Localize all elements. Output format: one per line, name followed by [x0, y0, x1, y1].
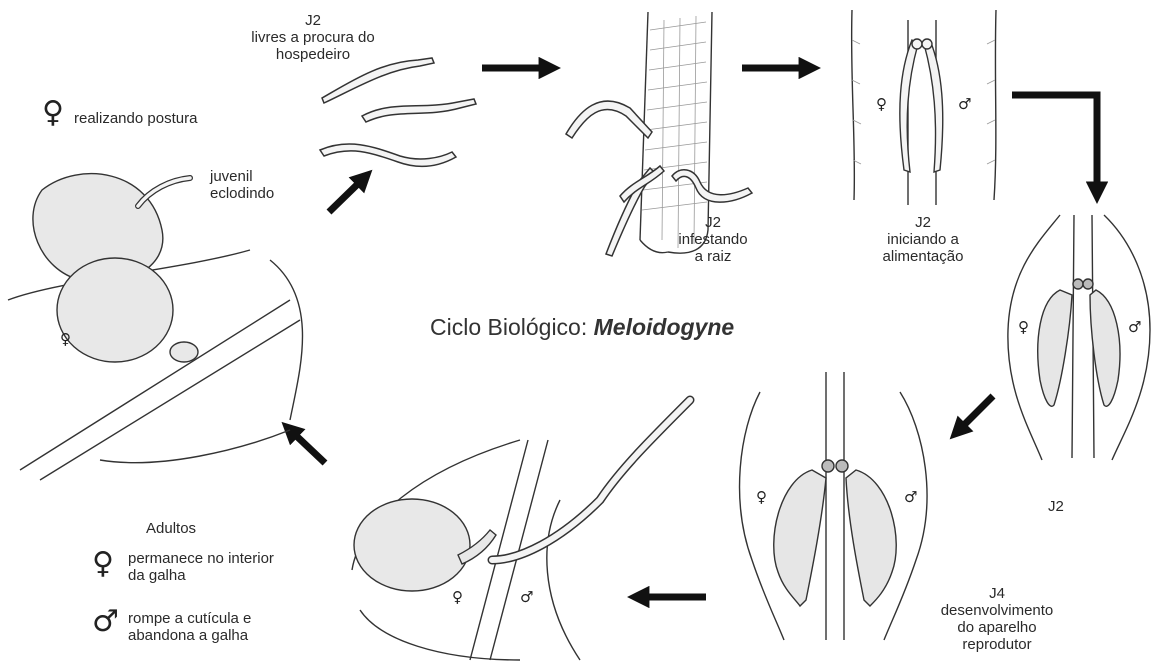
diagram-title: Ciclo Biológico: Meloidogyne	[430, 314, 734, 341]
label-j2-feeding: J2 iniciando a alimentação	[868, 214, 978, 265]
arrow-adults-to-laying	[288, 428, 325, 463]
female-symbol: ♀	[42, 95, 64, 130]
label-female-stays: permanece no interior da galha	[128, 550, 274, 584]
label-adults-heading: Adultos	[146, 520, 196, 537]
gall-developing-j2	[1008, 215, 1150, 460]
gall-adults	[352, 400, 690, 660]
male-symbol-adults: ♂	[92, 604, 119, 639]
label-j2-free: J2 livres a procura do hospedeiro	[218, 12, 408, 63]
arrow-laying-to-j2	[329, 176, 366, 212]
male-symbol-gall: ♂	[1128, 318, 1141, 336]
female-symbol-laying-gall: ♀	[60, 330, 71, 348]
male-symbol-adult-gall: ♂	[520, 588, 533, 606]
label-j2-infesting: J2 infestando a raiz	[658, 214, 768, 265]
label-j4: J4 desenvolvimento do aparelho reproduto…	[922, 585, 1072, 653]
male-symbol-j4: ♂	[904, 488, 917, 506]
genus-name: Meloidogyne	[594, 314, 735, 340]
gall-j4	[740, 372, 927, 640]
label-j2-right: J2	[1048, 498, 1064, 515]
female-symbol-gall: ♀	[1018, 318, 1029, 336]
female-laying-gall	[8, 174, 303, 480]
label-juvenile-hatching: juvenil eclodindo	[210, 168, 274, 202]
feeding-root	[852, 10, 996, 205]
female-symbol-adult-gall: ♀	[452, 588, 463, 606]
female-symbol-adults: ♀	[92, 546, 114, 581]
arrow-gall-to-j4	[956, 396, 993, 433]
male-symbol-feeding: ♂	[958, 95, 971, 113]
label-female-laying: realizando postura	[74, 110, 197, 127]
female-symbol-j4: ♀	[756, 488, 767, 506]
arrow-feeding-to-gall	[1012, 95, 1097, 195]
label-male-leaves: rompe a cutícula e abandona a galha	[128, 610, 251, 644]
free-j2-worms	[320, 58, 476, 166]
female-symbol-feeding: ♀	[876, 95, 887, 113]
